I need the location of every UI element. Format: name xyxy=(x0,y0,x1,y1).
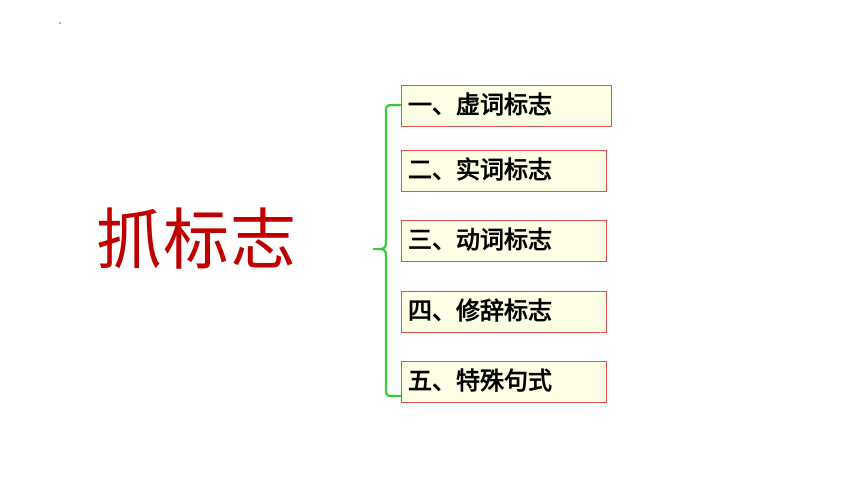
item-box-5: 五、特殊句式 xyxy=(401,361,607,403)
bracket-main-line xyxy=(372,103,402,398)
item-box-1: 一、虚词标志 xyxy=(401,85,612,127)
stray-dot xyxy=(59,22,61,24)
item-box-4: 四、修辞标志 xyxy=(401,291,607,333)
item-box-3: 三、动词标志 xyxy=(401,220,607,262)
main-title: 抓标志 xyxy=(96,202,297,279)
item-box-2: 二、实词标志 xyxy=(401,150,607,192)
